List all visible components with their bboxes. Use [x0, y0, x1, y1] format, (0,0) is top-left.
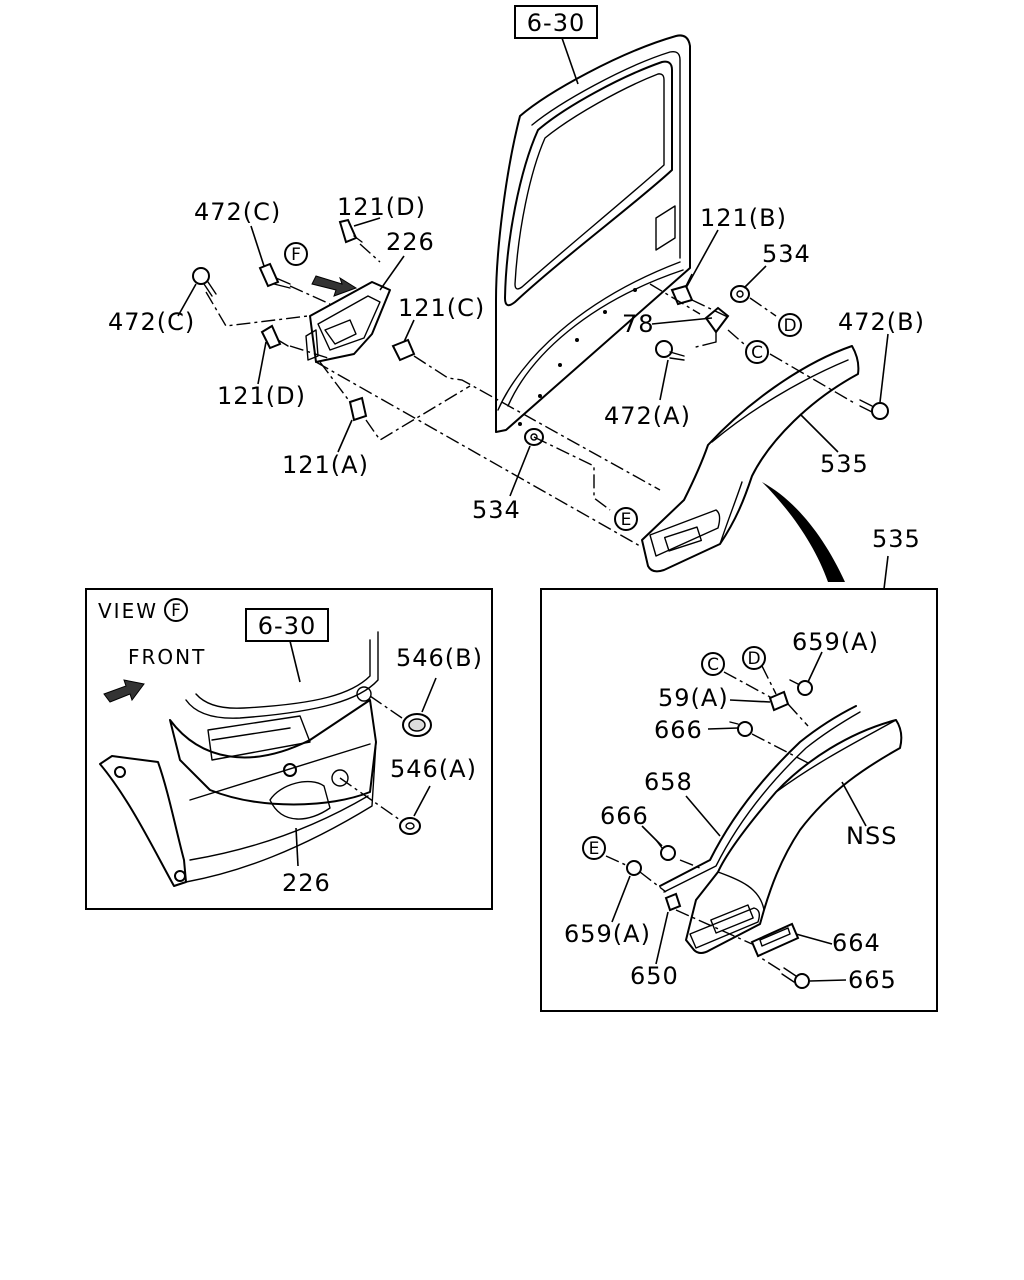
clip-659a-bottom: [626, 860, 642, 876]
circle-d-detail: D: [742, 646, 766, 670]
view-f-assembly: [99, 631, 379, 887]
svg-text:F: F: [171, 601, 181, 621]
label-534-bottom: 534: [472, 496, 521, 524]
svg-text:E: E: [621, 510, 632, 530]
clip-659a-top: [789, 679, 813, 696]
label-472c-top: 472(C): [194, 198, 281, 226]
view-f-ref-box[interactable]: 6-30: [245, 608, 329, 642]
fender-535: [641, 345, 860, 573]
circle-e-main: E: [614, 507, 638, 531]
label-666-top: 666: [654, 716, 703, 744]
label-59a: 59(A): [658, 684, 729, 712]
label-121b: 121(B): [700, 204, 787, 232]
fender-nss: [685, 719, 903, 954]
clip-666-top: [729, 721, 753, 737]
view-f-panel: VIEW F FRONT 6-30: [85, 588, 493, 910]
label-78: 78: [622, 310, 655, 338]
label-nss: NSS: [846, 822, 897, 850]
label-534-right: 534: [762, 240, 811, 268]
label-546b: 546(B): [396, 644, 483, 672]
circle-d-main: D: [778, 313, 802, 337]
label-658: 658: [644, 768, 693, 796]
view-f-circle: F: [164, 598, 188, 622]
ref-box-label: 6-30: [527, 9, 585, 37]
label-666-mid: 666: [600, 802, 649, 830]
clip-121a: [348, 396, 368, 422]
circle-c-main: C: [745, 340, 769, 364]
label-664: 664: [832, 929, 881, 957]
circle-c-detail: C: [701, 652, 725, 676]
bolt-472a: [655, 340, 685, 361]
bolt-472c-top: [258, 262, 291, 289]
clip-666-mid: [655, 839, 676, 861]
clip-650: [664, 892, 682, 912]
svg-text:D: D: [747, 649, 760, 669]
main-view: 6-30: [108, 5, 925, 582]
clip-121b: [670, 284, 694, 306]
strip-658: [659, 705, 857, 887]
label-121d-bottom: 121(D): [217, 382, 306, 410]
label-226: 226: [386, 228, 435, 256]
grommet-546b: [402, 713, 432, 737]
front-label: FRONT: [128, 645, 206, 669]
ref-box-6-30[interactable]: 6-30: [514, 5, 598, 39]
screw-665: [781, 967, 810, 989]
svg-text:D: D: [783, 316, 796, 336]
label-121c: 121(C): [398, 294, 485, 322]
label-650: 650: [630, 962, 679, 990]
label-659a-bottom: 659(A): [564, 920, 651, 948]
svg-text:F: F: [291, 245, 301, 265]
label-472c-left: 472(C): [108, 308, 195, 336]
label-535: 535: [820, 450, 869, 478]
washer-534-right: [730, 285, 750, 303]
label-665: 665: [848, 966, 897, 994]
clip-121c: [391, 338, 416, 362]
label-659a-top: 659(A): [792, 628, 879, 656]
svg-text:6-30: 6-30: [258, 612, 316, 640]
label-546a: 546(A): [390, 755, 477, 783]
bolt-472b: [859, 399, 889, 420]
circle-f-main: F: [284, 242, 308, 266]
label-226-view-f: 226: [282, 869, 331, 897]
bracket-226: [305, 281, 391, 363]
grommet-546a: [399, 817, 421, 835]
svg-text:C: C: [707, 655, 719, 675]
clip-121d-top: [338, 218, 363, 244]
door-outline: [495, 34, 691, 433]
clip-121d-bottom: [260, 324, 289, 350]
label-472b: 472(B): [838, 308, 925, 336]
clip-78: [704, 306, 730, 343]
label-472a: 472(A): [604, 402, 691, 430]
circle-e-detail: E: [582, 836, 606, 860]
lamp-664: [750, 922, 800, 958]
clip-59a: [768, 690, 790, 712]
detail-callout-535: 535: [872, 525, 921, 553]
svg-text:C: C: [751, 343, 763, 363]
view-f-title: VIEW: [98, 599, 158, 623]
svg-text:E: E: [589, 839, 600, 859]
label-121d-top: 121(D): [337, 193, 426, 221]
front-arrow-icon: [103, 679, 145, 703]
label-121a: 121(A): [282, 451, 369, 479]
bolt-472c-left: [192, 267, 217, 297]
detail-panel: 535: [540, 525, 938, 1012]
